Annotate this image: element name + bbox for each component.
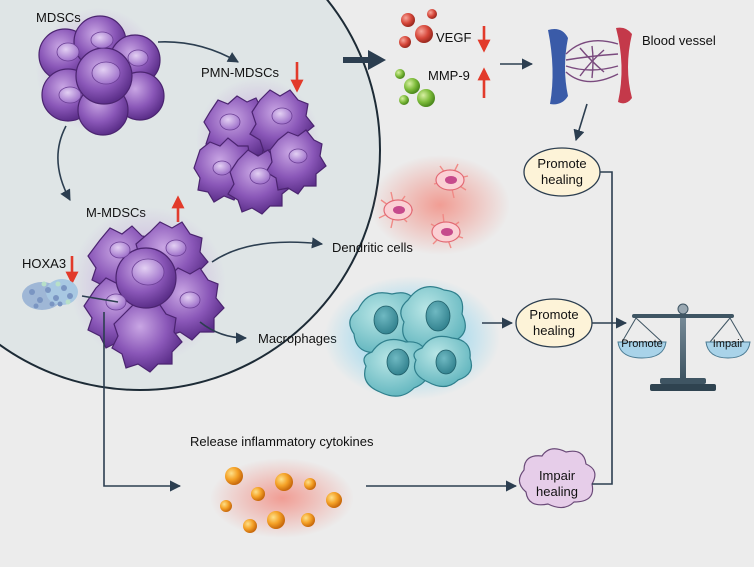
arrow-mdsc-to-m: [57, 125, 71, 201]
balance-scale-icon: [617, 303, 751, 391]
balance-impair-label: Impair: [713, 338, 744, 350]
pmn-mdscs-label: PMN-MDSCs: [201, 65, 279, 80]
balance-connectors: [592, 171, 628, 485]
hoxa3-protein-icon: [22, 279, 78, 310]
mdscs-label: MDSCs: [36, 10, 81, 25]
arrow-mdsc-to-pmn: [157, 41, 239, 63]
mmp9-molecules: [395, 69, 435, 107]
mdsc-cluster: [36, 8, 165, 136]
cytokine-particles: [210, 458, 354, 538]
promote-mid-line2: healing: [533, 323, 575, 338]
m-mdsc-cluster: [70, 207, 226, 373]
hoxa3-connector: [81, 295, 119, 303]
impair-line2: healing: [536, 484, 578, 499]
line-down-from-m-mdsc: [103, 312, 182, 492]
vegf-label: VEGF: [436, 30, 471, 45]
promote-healing-top: Promote healing: [523, 147, 601, 197]
arrow-to-macrophages: [199, 321, 248, 344]
impair-line1: Impair: [539, 468, 576, 483]
promote-top-line1: Promote: [537, 156, 586, 171]
pmn-mdsc-cluster: [193, 78, 327, 215]
arrow-vessel-to-healing: [573, 103, 588, 142]
mmp9-label: MMP-9: [428, 68, 470, 83]
cytokines-label: Release inflammatory cytokines: [190, 434, 374, 449]
macrophages-label: Macrophages: [258, 331, 337, 346]
dendritic-cells-icon: [370, 155, 510, 255]
promote-healing-middle: Promote healing: [515, 298, 593, 348]
vegf-molecules: [399, 9, 437, 48]
blood-vessel-icon: [548, 27, 632, 105]
impair-healing: Impair healing: [518, 448, 596, 509]
arrow-to-dendritic: [211, 237, 324, 263]
promote-mid-line1: Promote: [529, 307, 578, 322]
big-right-arrow-head: [368, 50, 386, 70]
macrophages-icon: [324, 276, 500, 400]
promote-top-line2: healing: [541, 172, 583, 187]
dendritic-cells-label: Dendritic cells: [332, 240, 413, 255]
blood-vessel-label: Blood vessel: [642, 33, 716, 48]
hoxa3-label: HOXA3: [22, 256, 66, 271]
balance-promote-label: Promote: [621, 338, 663, 350]
